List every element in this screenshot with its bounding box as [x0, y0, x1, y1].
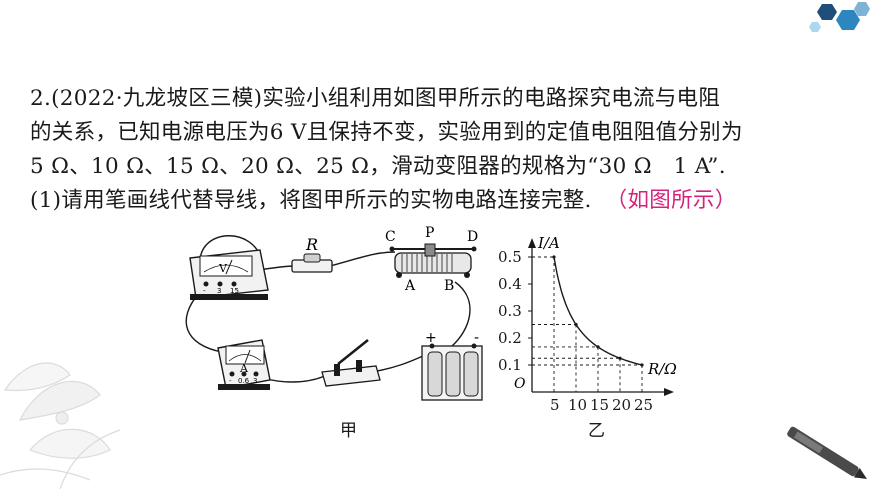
- ammeter-terminal-0-6: 0.6: [238, 377, 250, 385]
- voltmeter-terminal-neg: -: [203, 287, 206, 295]
- pen-decoration-icon: [787, 426, 867, 480]
- battery-minus-label: -: [474, 330, 479, 346]
- x-tick-label: 15: [590, 396, 609, 414]
- voltmeter-label: V: [218, 262, 228, 275]
- x-axis-label: R/Ω: [647, 360, 677, 378]
- figure-yi-caption: 乙: [588, 421, 605, 441]
- y-tick-label: 0.2: [498, 329, 522, 347]
- ammeter-terminal-3: 3: [253, 377, 257, 385]
- ammeter: [217, 339, 271, 390]
- problem-line-4: (1)请用笔画线代替导线，将图甲所示的实物电路连接完整. （如图所示）: [30, 184, 860, 218]
- current-resistance-curve: [553, 256, 643, 366]
- x-tick-label: 20: [612, 396, 631, 414]
- rheostat-terminal-c: C: [385, 229, 396, 245]
- x-axis-arrow: [664, 388, 674, 396]
- wire-resistor-to-rheostat: [329, 251, 396, 267]
- ammeter-label: A: [239, 362, 249, 375]
- ammeter-terminal-neg: -: [229, 377, 232, 385]
- rheostat: [389, 243, 477, 278]
- fixed-resistor: [291, 253, 333, 273]
- y-tick-label: 0.5: [498, 248, 522, 266]
- hexagon-decoration-icon: [809, 2, 870, 32]
- y-tick-label: 0.3: [498, 302, 522, 320]
- origin-label: O: [514, 376, 526, 392]
- figure-jia-caption: 甲: [340, 421, 357, 441]
- x-tick-label: 5: [550, 396, 560, 414]
- resistor-label: R: [305, 235, 318, 254]
- rheostat-terminal-d: D: [467, 229, 478, 245]
- voltmeter: [189, 249, 269, 300]
- battery-pack: [421, 343, 483, 401]
- x-tick-label: 10: [568, 396, 587, 414]
- battery-plus-label: +: [425, 330, 437, 346]
- y-axis-label: I/A: [537, 234, 560, 252]
- voltmeter-terminal-3: 3: [217, 287, 221, 295]
- answer-text: （如图所示）: [605, 188, 737, 213]
- question-1-text: (1)请用笔画线代替导线，将图甲所示的实物电路连接完整.: [30, 188, 592, 213]
- problem-line-1: 2.(2022·九龙坡区三模)实验小组利用如图甲所示的电路探究电流与电阻: [30, 86, 721, 111]
- voltmeter-terminal-15: 15: [230, 287, 239, 295]
- rheostat-terminal-b: B: [444, 278, 454, 294]
- problem-line-2: 的关系，已知电源电压为6 V且保持不变，实验用到的定值电阻阻值分别为: [30, 120, 743, 145]
- y-tick-label: 0.4: [498, 275, 522, 293]
- x-tick-label: 25: [634, 396, 653, 414]
- wire-rheostat-to-battery: [451, 281, 471, 347]
- y-tick-label: 0.1: [498, 356, 522, 374]
- knife-switch: [321, 339, 381, 387]
- flower-decoration-icon: [0, 362, 121, 489]
- wire-voltmeter-to-ammeter: [185, 291, 223, 353]
- rheostat-terminal-p: P: [425, 225, 434, 241]
- rheostat-terminal-a: A: [404, 278, 416, 294]
- problem-text: 2.(2022·九龙坡区三模)实验小组利用如图甲所示的电路探究电流与电阻 的关系…: [30, 82, 860, 218]
- y-axis-arrow: [528, 238, 536, 248]
- problem-line-3: 5 Ω、10 Ω、15 Ω、20 Ω、25 Ω，滑动变阻器的规格为“30 Ω 1…: [30, 154, 726, 179]
